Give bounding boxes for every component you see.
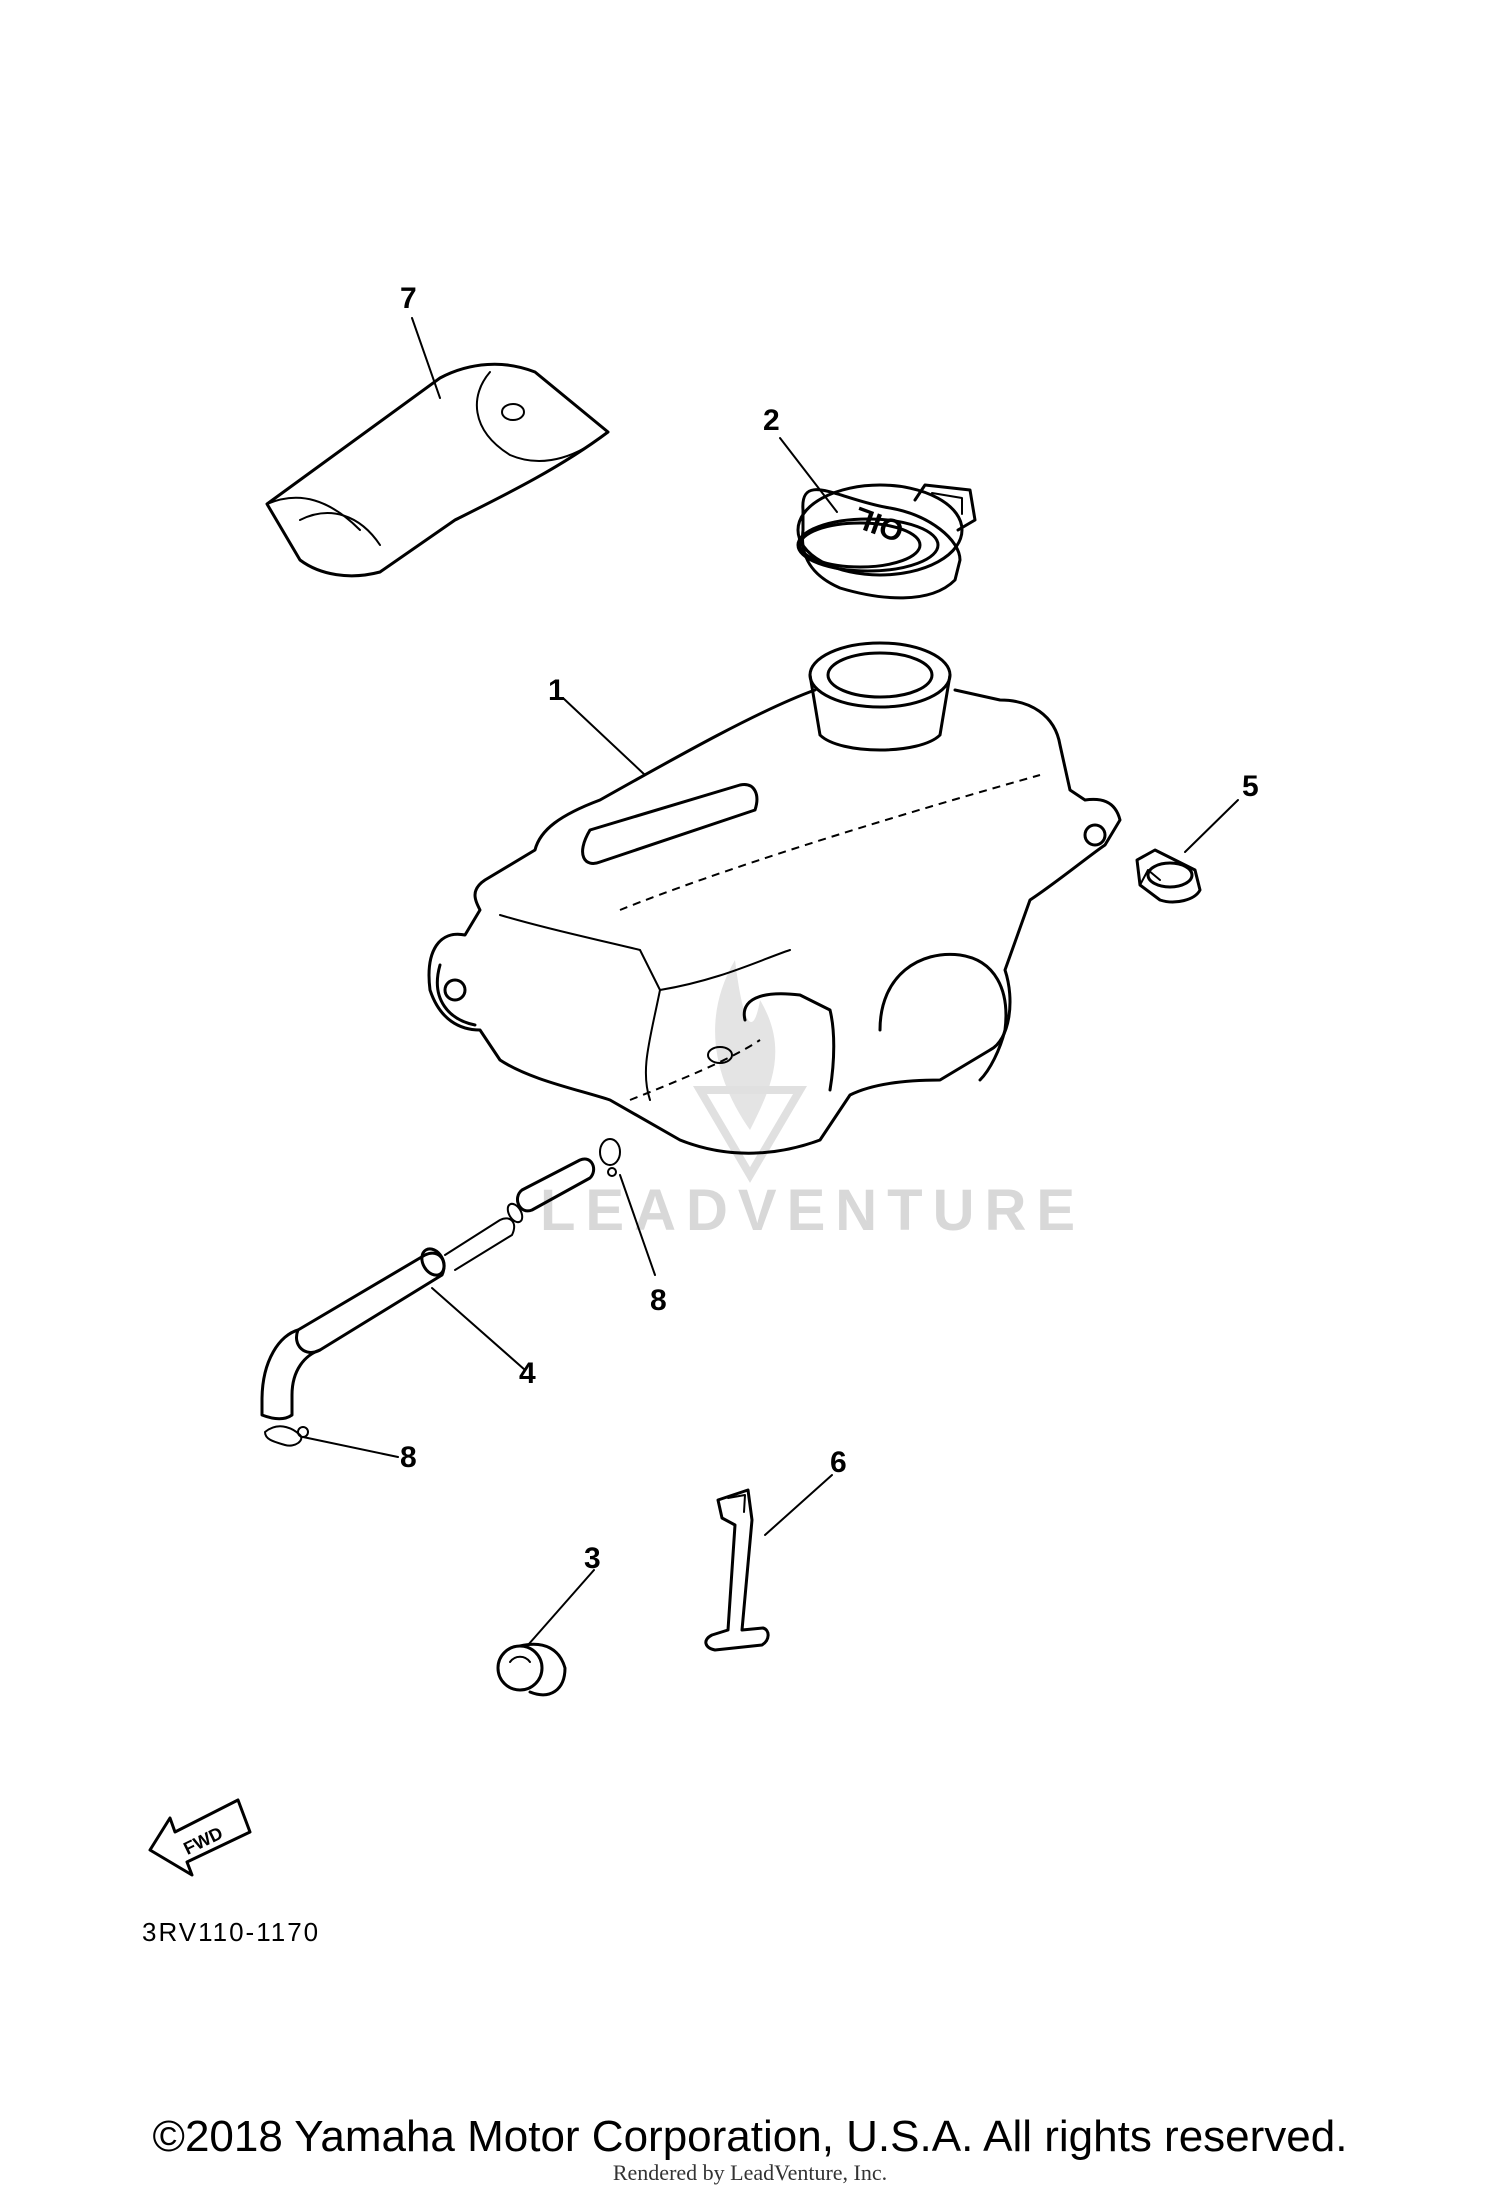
leader-5 <box>1184 799 1239 853</box>
leader-7 <box>411 317 441 399</box>
callout-2: 2 <box>763 404 780 437</box>
callout-6: 6 <box>830 1446 847 1479</box>
tank-band <box>704 1488 770 1652</box>
copyright-notice: ©2018 Yamaha Motor Corporation, U.S.A. A… <box>152 2112 1348 2161</box>
oil-tank <box>427 641 1122 1155</box>
callout-8-lower: 8 <box>400 1441 417 1474</box>
callout-8-upper: 8 <box>650 1284 667 1317</box>
callout-3: 3 <box>584 1542 601 1575</box>
oil-tank-cap: OIL <box>796 483 977 600</box>
leader-lines <box>302 317 1239 1646</box>
fwd-arrow: FWD <box>148 1798 252 1877</box>
leader-4 <box>431 1287 526 1371</box>
oil-hose <box>260 1157 596 1421</box>
callouts: 7 2 1 5 8 4 8 6 3 <box>400 282 1259 1575</box>
tool-bag <box>265 362 610 578</box>
watermark-text: LEADVENTURE <box>540 1178 1085 1243</box>
callout-7: 7 <box>400 282 417 315</box>
callout-5: 5 <box>1242 770 1259 803</box>
leader-8-upper <box>619 1174 656 1276</box>
rendered-by: Rendered by LeadVenture, Inc. <box>612 2160 888 2185</box>
hose-clip-lower-shape <box>264 1425 309 1447</box>
leader-3 <box>527 1569 595 1646</box>
bolt <box>1135 848 1202 904</box>
callout-1: 1 <box>548 674 565 707</box>
callout-4: 4 <box>519 1357 536 1390</box>
cap-marking: OIL <box>850 500 908 548</box>
hose-clip-upper-shape <box>599 1138 621 1177</box>
leadventure-watermark: LEADVENTURE <box>540 960 1085 1243</box>
drawing-code: 3RV110-1170 <box>142 1917 321 1947</box>
leader-6 <box>764 1474 833 1536</box>
grommet <box>496 1642 567 1697</box>
leader-2 <box>779 437 838 513</box>
leader-8-lower <box>302 1436 399 1458</box>
leader-1 <box>562 697 646 776</box>
